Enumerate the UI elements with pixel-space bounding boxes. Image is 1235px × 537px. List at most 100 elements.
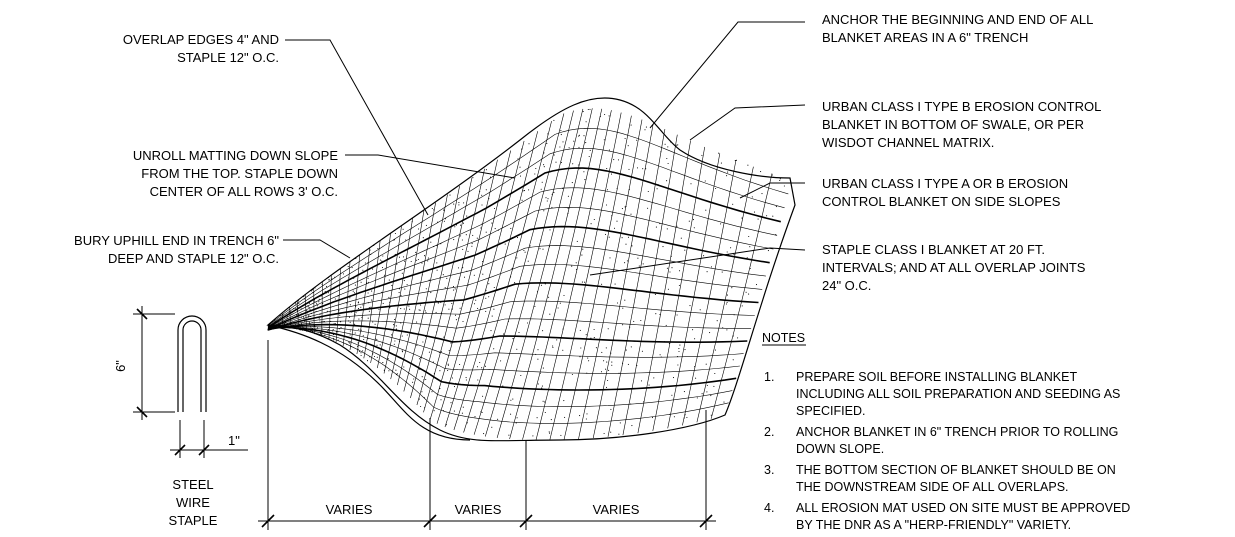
stipple-dot — [354, 314, 356, 316]
stipple-dot — [449, 194, 451, 196]
stipple-dot — [437, 302, 439, 304]
stipple-dot — [369, 249, 371, 251]
stipple-dot — [394, 340, 396, 342]
stipple-dot — [306, 310, 308, 312]
stipple-dot — [532, 435, 534, 437]
stipple-dot — [548, 431, 550, 433]
stipple-dot — [280, 319, 282, 321]
stipple-dot — [394, 354, 396, 356]
stipple-dot — [472, 234, 474, 236]
stipple-dot — [290, 325, 292, 327]
stipple-dot — [321, 324, 323, 326]
stipple-dot — [432, 361, 434, 363]
stipple-dot — [361, 316, 363, 318]
stipple-dot — [364, 262, 366, 264]
stipple-dot — [626, 260, 628, 262]
stipple-dot — [568, 147, 570, 149]
stipple-dot — [587, 357, 589, 359]
stipple-dot — [442, 274, 444, 276]
stipple-dot — [299, 320, 301, 322]
stipple-dot — [775, 206, 777, 208]
stipple-dot — [601, 351, 603, 353]
stipple-dot — [730, 247, 732, 249]
stipple-dot — [536, 291, 539, 293]
stipple-dot — [423, 255, 426, 257]
stipple-dot — [425, 311, 427, 314]
stipple-dot — [589, 149, 591, 151]
stipple-dot — [604, 113, 606, 116]
stipple-dot — [283, 324, 285, 326]
stipple-dot — [333, 337, 335, 339]
stipple-dot — [340, 327, 342, 329]
stipple-dot — [576, 240, 578, 242]
stipple-dot — [479, 190, 481, 192]
stipple-dot — [593, 328, 595, 331]
stipple-dot — [684, 349, 686, 351]
stipple-dot — [579, 415, 581, 417]
stipple-dot — [370, 253, 372, 256]
stipple-dot — [543, 210, 545, 212]
stipple-dot — [543, 152, 545, 154]
stipple-dot — [382, 255, 384, 257]
callout-unroll-line3: CENTER OF ALL ROWS 3' O.C. — [150, 184, 338, 199]
stipple-dot — [608, 369, 610, 371]
stipple-dot — [493, 207, 496, 210]
stipple-dot — [610, 431, 612, 433]
stipple-dot — [519, 175, 522, 177]
stipple-dot — [433, 410, 435, 412]
stipple-dot — [581, 281, 583, 283]
stipple-dot — [319, 331, 322, 333]
stipple-dot — [534, 173, 536, 175]
stipple-dot — [302, 326, 304, 328]
stipple-dot — [423, 379, 425, 381]
stipple-dot — [442, 410, 445, 412]
note-3-line1: THE BOTTOM SECTION OF BLANKET SHOULD BE … — [796, 463, 1116, 477]
stipple-dot — [645, 168, 647, 170]
stipple-dot — [293, 326, 295, 328]
stipple-dot — [289, 319, 291, 321]
stipple-dot — [313, 308, 315, 310]
stipple-dot — [516, 417, 518, 419]
stipple-dot — [504, 243, 506, 245]
stipple-dot — [526, 322, 529, 324]
stipple-dot — [342, 312, 344, 314]
callout-staple-class-line1: STAPLE CLASS I BLANKET AT 20 FT. — [822, 242, 1045, 257]
stipple-dot — [563, 294, 565, 297]
stipple-dot — [319, 333, 322, 335]
stipple-dot — [688, 220, 690, 222]
stipple-dot — [542, 248, 544, 250]
stipple-dot — [771, 174, 773, 176]
stipple-dot — [388, 296, 390, 298]
leader-type-ab — [739, 182, 805, 199]
stipple-dot — [453, 386, 456, 388]
leader-type-b — [689, 104, 806, 141]
stipple-dot — [465, 379, 467, 381]
stipple-dot — [523, 249, 525, 252]
stipple-dot — [541, 385, 543, 387]
stipple-dot — [593, 218, 595, 221]
stipple-dot — [567, 207, 569, 209]
stipple-dot — [348, 277, 350, 279]
stipple-dot — [321, 283, 323, 286]
callout-overlap-line2: STAPLE 12" O.C. — [177, 50, 279, 65]
stipple-dot — [644, 129, 646, 131]
stipple-dot — [453, 203, 455, 205]
stipple-dot — [616, 220, 618, 222]
stipple-dot — [316, 303, 318, 305]
stipple-dot — [579, 168, 581, 170]
stipple-dot — [454, 288, 456, 290]
stipple-dot — [485, 169, 487, 171]
stipple-dot — [636, 167, 639, 169]
stipple-dot — [453, 239, 455, 241]
stipple-dot — [657, 184, 659, 186]
stipple-dot — [393, 318, 396, 321]
stipple-dot — [400, 308, 402, 310]
stipple-dot — [648, 384, 650, 386]
stipple-dot — [328, 326, 330, 328]
stipple-dot — [440, 301, 442, 303]
stipple-dot — [689, 305, 691, 307]
stipple-dot — [625, 205, 627, 207]
callout-type-b: URBAN CLASS I TYPE B EROSION CONTROL BLA… — [822, 99, 1101, 150]
stipple-dot — [705, 363, 707, 365]
stipple-dot — [440, 351, 442, 353]
